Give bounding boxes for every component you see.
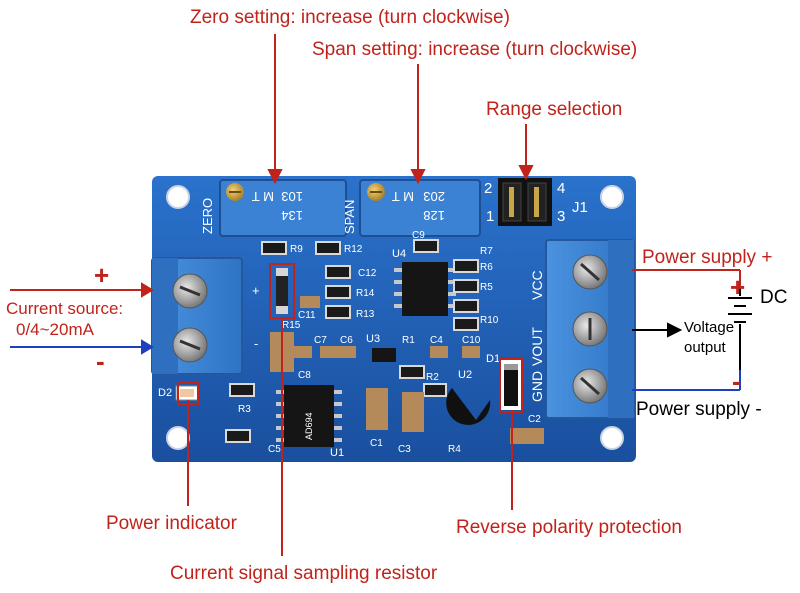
r9-silk: R9 [290, 244, 303, 255]
jumper-pin-4: 4 [557, 180, 565, 197]
zero-pot-sub: 134 [281, 208, 303, 223]
zero-setting-callout: Zero setting: increase (turn clockwise) [190, 7, 510, 28]
c3-silk: C3 [398, 444, 411, 455]
dc-battery-symbol [728, 286, 752, 370]
input-minus-silk: - [254, 336, 258, 351]
current-range-callout: 0/4~20mA [16, 320, 94, 339]
u4-silk: U4 [392, 248, 406, 260]
dc-callout: DC [760, 287, 788, 308]
mounting-hole [166, 185, 190, 209]
zero-pot-letters: M T [252, 189, 274, 204]
voltage-callout: Voltage [684, 319, 735, 336]
span-pot-code: 203 [423, 189, 445, 204]
r2-silk: R2 [426, 372, 439, 383]
regulator-u2 [446, 388, 491, 425]
u1-chip-marking: AD694 [304, 412, 314, 440]
ic-u3 [372, 348, 396, 362]
jumper-pin-3: 3 [557, 208, 565, 225]
mounting-hole [600, 185, 624, 209]
r10-silk: R10 [480, 315, 499, 326]
reverse-polarity-callout: Reverse polarity protection [456, 517, 682, 538]
sampling-resistor-callout: Current signal sampling resistor [170, 563, 438, 584]
power-indicator-callout: Power indicator [106, 513, 237, 534]
mounting-hole [600, 426, 624, 450]
power-led-d2 [175, 385, 199, 401]
d2-silk: D2 [158, 387, 172, 399]
input-plus-silk: + [252, 283, 260, 298]
input-minus-arrowhead [141, 339, 154, 355]
r15-silk: R15 [282, 320, 301, 331]
c5-silk: C5 [268, 444, 281, 455]
diode-d1 [500, 360, 522, 410]
c8-silk: C8 [298, 370, 311, 381]
jumper-pin-2: 2 [484, 180, 492, 197]
mounting-hole [166, 426, 190, 450]
span-arrowhead [410, 169, 426, 185]
u3-silk: U3 [366, 333, 380, 345]
power-supply-minus-callout: Power supply - [636, 399, 762, 420]
c11-silk: C11 [298, 310, 316, 321]
vout-silk: VOUT [529, 327, 545, 366]
c12-silk: C12 [358, 268, 377, 279]
r13-silk: R13 [356, 309, 375, 320]
r4-silk: R4 [448, 444, 461, 455]
power-indicator-box [177, 381, 199, 405]
span-potentiometer: 203 128 M T [359, 179, 481, 237]
u1-silk: U1 [330, 447, 344, 459]
c4-silk: C4 [430, 335, 443, 346]
jumper-label: J1 [572, 199, 588, 216]
zero-pot-code: 103 [281, 189, 303, 204]
output-callout: output [684, 339, 726, 356]
span-pot-sub: 128 [423, 208, 445, 223]
span-pot-letters: M T [392, 189, 414, 204]
current-source-callout: Current source: [6, 299, 124, 318]
c6-silk: C6 [340, 335, 353, 346]
r3-silk: R3 [238, 404, 251, 415]
vcc-silk: VCC [529, 270, 545, 300]
c1-silk: C1 [370, 438, 383, 449]
r1-silk: R1 [402, 335, 415, 346]
c10-silk: C10 [462, 335, 481, 346]
sampling-resistor-r15 [269, 263, 295, 319]
dc-plus-sign: + [730, 272, 746, 302]
span-setting-callout: Span setting: increase (turn clockwise) [312, 39, 638, 60]
c9-silk: C9 [412, 230, 425, 241]
r5-silk: R5 [480, 282, 493, 293]
ic-u4 [394, 262, 456, 316]
c2-silk: C2 [528, 414, 541, 425]
blue-leaders [10, 339, 741, 391]
component-designators: R9 R12 C9 C12 R14 R13 R7 R6 R5 R10 C11 C… [238, 230, 541, 455]
input-plus-sign: + [94, 260, 110, 290]
r6-silk: R6 [480, 262, 493, 273]
zero-potentiometer: 103 134 M T [219, 179, 347, 237]
ic-u1: AD694 [276, 385, 342, 447]
power-supply-plus-callout: Power supply + [642, 247, 773, 268]
gnd-silk: GND [529, 371, 545, 402]
passive-components [225, 239, 544, 444]
input-minus-sign: - [96, 346, 105, 376]
r7-silk: R7 [480, 246, 493, 257]
range-jumper-j1 [498, 178, 552, 226]
reverse-polarity-box [499, 357, 523, 413]
r14-silk: R14 [356, 288, 375, 299]
span-silk-label: SPAN [342, 200, 357, 234]
callout-leaders [10, 34, 741, 556]
range-arrowhead [518, 165, 534, 181]
output-terminal-block [545, 239, 635, 419]
voltage-output-arrow [632, 322, 683, 338]
d1-silk: D1 [486, 353, 500, 365]
zero-arrowhead [267, 169, 283, 185]
range-selection-callout: Range selection [486, 99, 623, 120]
r12-silk: R12 [344, 244, 363, 255]
dc-minus-sign: - [732, 366, 741, 396]
input-terminal-block [151, 257, 243, 375]
input-plus-arrowhead [141, 282, 154, 298]
zero-silk-label: ZERO [200, 198, 215, 234]
c7-silk: C7 [314, 335, 327, 346]
u2-silk: U2 [458, 369, 472, 381]
jumper-pin-1: 1 [486, 208, 494, 225]
